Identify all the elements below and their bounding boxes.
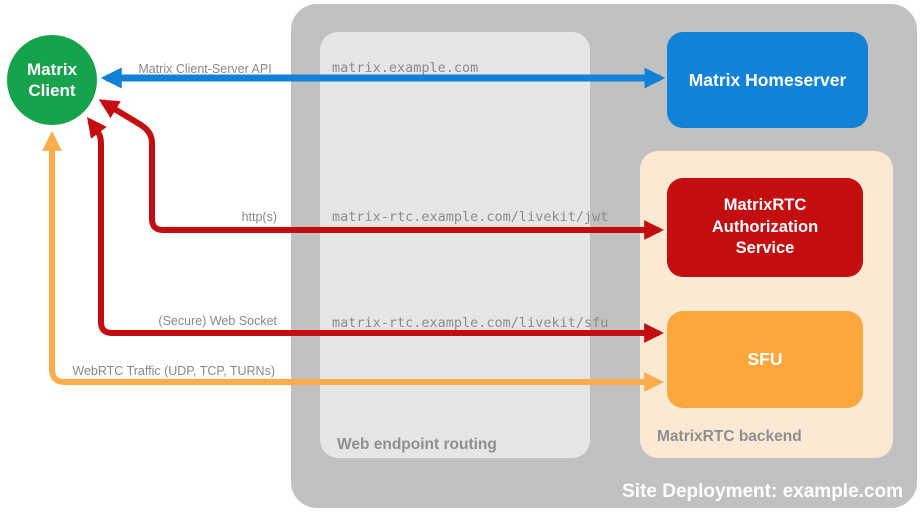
label-https: http(s) xyxy=(241,210,277,224)
label-client-server-api: Matrix Client-Server API xyxy=(138,62,272,76)
matrix-client-label: Matrix Client xyxy=(26,59,78,100)
matrixrtc-auth-service-label: MatrixRTC Authorization Service xyxy=(711,196,819,258)
matrixrtc-backend-label: MatrixRTC backend xyxy=(657,428,802,445)
sfu-node: SFU xyxy=(667,311,863,408)
site-deployment-title: Site Deployment: example.com xyxy=(622,481,903,502)
matrix-homeserver-node: Matrix Homeserver xyxy=(667,32,868,128)
web-endpoint-routing-container xyxy=(320,32,590,458)
sfu-label: SFU xyxy=(747,349,783,370)
route-livekit-jwt: matrix-rtc.example.com/livekit/jwt xyxy=(332,209,609,225)
label-websocket: (Secure) Web Socket xyxy=(158,314,277,328)
route-livekit-sfu: matrix-rtc.example.com/livekit/sfu xyxy=(332,315,609,331)
label-webrtc-traffic: WebRTC Traffic (UDP, TCP, TURNs) xyxy=(72,364,275,378)
matrix-client-node: Matrix Client xyxy=(7,35,97,125)
matrixrtc-auth-service-node: MatrixRTC Authorization Service xyxy=(667,178,863,277)
route-matrix-example-com: matrix.example.com xyxy=(332,60,479,76)
matrix-homeserver-label: Matrix Homeserver xyxy=(688,69,847,90)
web-endpoint-routing-label: Web endpoint routing xyxy=(337,436,497,453)
